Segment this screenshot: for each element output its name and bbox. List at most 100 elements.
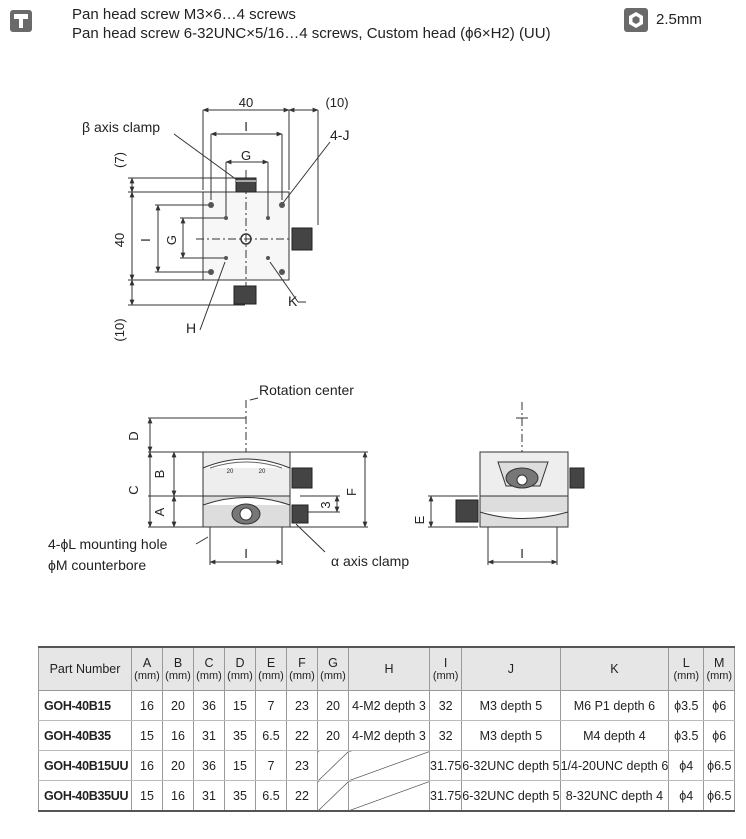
table-header-cell: C(mm)	[193, 646, 225, 691]
table-cell: 8-32UNC depth 4	[559, 780, 670, 812]
side-view	[147, 397, 368, 565]
header-unit: (mm)	[289, 670, 315, 682]
dim-3: 3	[318, 501, 333, 508]
label-counterbore: ϕM counterbore	[48, 557, 146, 573]
dim-c: C	[126, 485, 141, 494]
table-cell: 6.5	[255, 720, 287, 751]
label-k: K	[288, 293, 298, 309]
table-cell: 16	[131, 690, 163, 721]
header-unit: (mm)	[673, 670, 700, 682]
table-cell: 20	[162, 750, 194, 781]
table-cell: 36	[193, 690, 225, 721]
table-cell: 31	[193, 720, 225, 751]
header-name: D	[235, 656, 245, 670]
table-cell: ϕ3.5	[668, 690, 705, 721]
dim-e: E	[412, 515, 427, 524]
table-header-cell: A(mm)	[131, 646, 163, 691]
table-header-cell: Part Number	[38, 646, 132, 691]
dim-f: F	[344, 488, 359, 496]
table-cell: 16	[162, 720, 194, 751]
table-cell: 35	[224, 720, 256, 751]
dim-10-left: (10)	[112, 318, 127, 341]
header-name: K	[610, 662, 619, 676]
dim-i-left: I	[138, 238, 153, 242]
part-number-cell: GOH-40B35	[38, 720, 132, 751]
table-cell: 6.5	[255, 780, 287, 812]
header-name: E	[266, 656, 276, 670]
label-h: H	[186, 320, 196, 336]
screw-icon	[10, 10, 32, 32]
table-cell: 7	[255, 690, 287, 721]
screw-spec-line2: Pan head screw 6-32UNC×5/16…4 screws, Cu…	[72, 25, 551, 42]
header-name: Part Number	[49, 662, 121, 676]
table-cell: 15	[131, 720, 163, 751]
table-header-cell: F(mm)	[286, 646, 318, 691]
table-cell: 32	[428, 720, 463, 751]
table-header-cell: E(mm)	[255, 646, 287, 691]
header-name: I	[443, 656, 448, 670]
table-cell: 4-M2 depth 3	[348, 690, 430, 721]
table-cell: 15	[131, 780, 163, 812]
header-name: H	[384, 662, 394, 676]
header-name: A	[142, 656, 152, 670]
table-cell	[348, 780, 430, 812]
dim-i-front: I	[520, 546, 524, 561]
table-cell: 16	[162, 780, 194, 812]
table-cell: ϕ6	[703, 720, 736, 751]
part-number-cell: GOH-40B35UU	[38, 780, 132, 812]
side-stage-upper	[202, 451, 291, 497]
side-view-labels: Rotation center D C B A 3 F I 20 20 4-ϕL…	[48, 382, 409, 573]
table-cell: 16	[131, 750, 163, 781]
label-rotation-center: Rotation center	[259, 382, 354, 398]
front-stage-upper	[479, 451, 569, 497]
table-cell: ϕ6	[703, 690, 736, 721]
table-header-cell: K	[559, 646, 670, 691]
front-view-labels: E I	[412, 515, 524, 561]
table-cell: 20	[317, 720, 349, 751]
table-cell: 1/4-20UNC depth 6	[559, 750, 670, 781]
table-cell: 22	[286, 720, 318, 751]
top-view	[128, 107, 331, 331]
header-unit: (mm)	[165, 670, 191, 682]
table-cell: 31	[193, 780, 225, 812]
table-cell: M6 P1 depth 6	[559, 690, 670, 721]
table-header-cell: G(mm)	[317, 646, 349, 691]
table-cell: ϕ4	[668, 750, 705, 781]
table-cell: 31.75	[428, 750, 463, 781]
table-header-cell: J	[461, 646, 561, 691]
table-cell	[317, 750, 349, 781]
dim-d: D	[126, 431, 141, 440]
table-cell	[348, 750, 430, 781]
scale-mark-right: 20	[259, 469, 266, 475]
header-unit: (mm)	[134, 670, 160, 682]
front-view	[428, 402, 585, 565]
alpha-clamp-knob	[291, 504, 309, 524]
table-header-cell: B(mm)	[162, 646, 194, 691]
label-alpha-clamp: α axis clamp	[331, 553, 409, 569]
header-name: L	[682, 656, 690, 670]
table-cell: 36	[193, 750, 225, 781]
table-cell: 22	[286, 780, 318, 812]
table-cell: 23	[286, 750, 318, 781]
table-cell: 20	[162, 690, 194, 721]
table-header-cell: M(mm)	[703, 646, 736, 691]
header-name: M	[714, 656, 725, 670]
dim-g-left: G	[164, 235, 179, 245]
table-header-cell: L(mm)	[668, 646, 705, 691]
table-cell: 15	[224, 750, 256, 781]
technical-drawing: 40 (10) I G (7) 40 I G (10) β axis clamp…	[48, 95, 585, 573]
header-unit: (mm)	[320, 670, 346, 682]
dim-10-top: (10)	[325, 95, 348, 110]
header-name: F	[298, 656, 306, 670]
table-cell: 31.75	[428, 780, 463, 812]
dim-i-side: I	[244, 546, 248, 561]
bottom-knob	[233, 285, 257, 305]
label-4j: 4-J	[330, 127, 349, 143]
dim-7-left: (7)	[112, 152, 127, 168]
dim-a: A	[152, 507, 167, 516]
hex-key-size: 2.5mm	[656, 11, 702, 28]
